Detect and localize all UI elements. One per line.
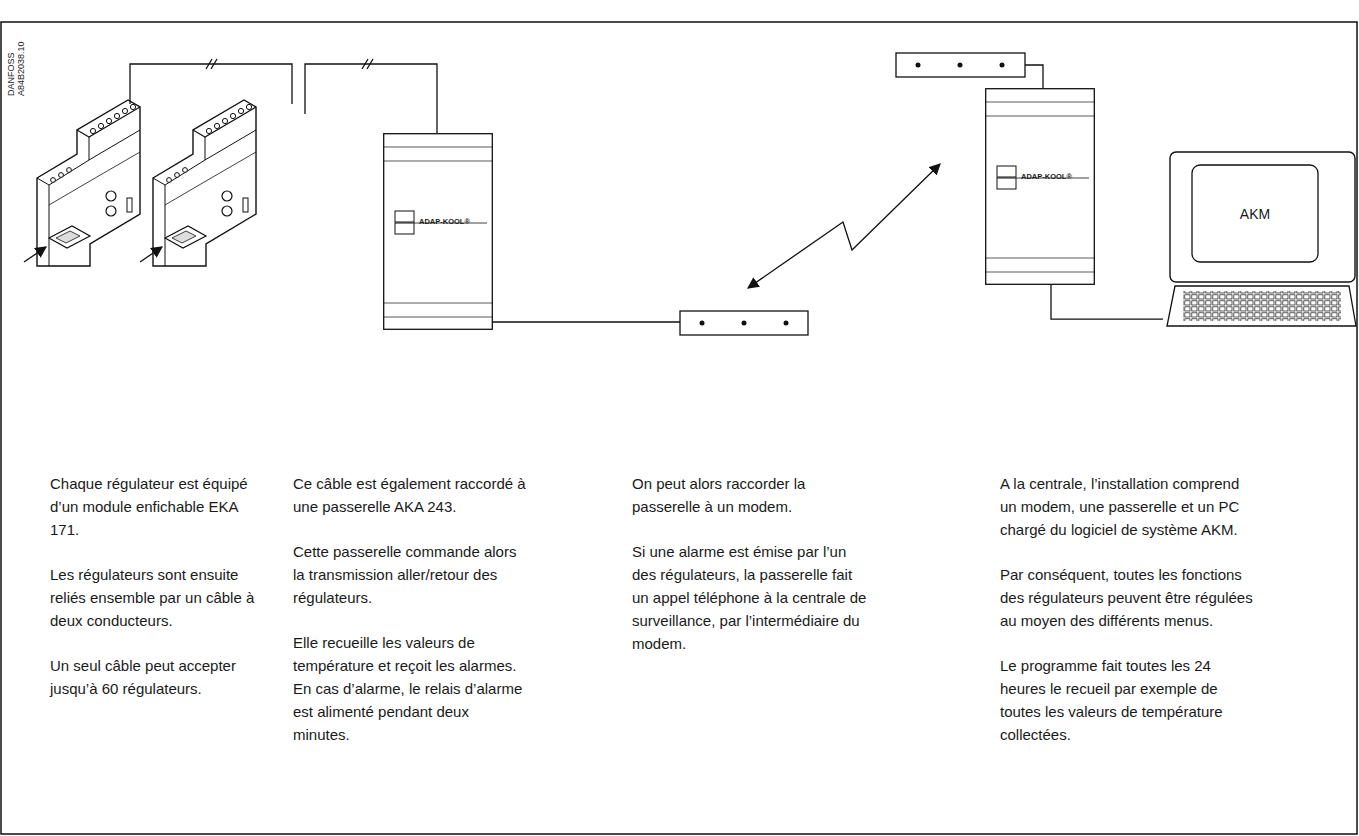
housing-line bbox=[985, 102, 1095, 103]
housing-line bbox=[383, 317, 493, 318]
led-window bbox=[997, 166, 1016, 177]
monitor bbox=[1170, 152, 1355, 282]
drawing-number: DANFOSS A84B2038.10 bbox=[6, 41, 26, 96]
description-text: A la centrale, l’installation comprend u… bbox=[1000, 472, 1255, 541]
node-outline bbox=[985, 88, 1095, 285]
description-text: Elle recueille les valeurs de températur… bbox=[293, 631, 528, 746]
housing-line bbox=[383, 303, 493, 304]
description-text: Ce câble est également raccordé à une pa… bbox=[293, 472, 528, 518]
node-outline bbox=[1163, 150, 1357, 330]
node-outline bbox=[383, 133, 493, 330]
controller bbox=[140, 100, 256, 266]
housing-line bbox=[383, 147, 493, 148]
housing-line bbox=[985, 116, 1095, 117]
controller bbox=[24, 100, 140, 266]
led-window bbox=[395, 211, 414, 222]
modem bbox=[896, 53, 1025, 77]
description-text: Par conséquent, toutes les fonctions des… bbox=[1000, 563, 1255, 632]
description-text: Cette passerelle commande alors la trans… bbox=[293, 540, 528, 609]
pc-workstation: AKM bbox=[1163, 150, 1357, 330]
description-text: Chaque régulateur est équipé d’un module… bbox=[50, 472, 270, 541]
bus-cable bbox=[130, 59, 1043, 322]
description-text: On peut alors raccorder la passerelle à … bbox=[632, 472, 872, 518]
description-text: Le programme fait toutes les 24 heures l… bbox=[1000, 654, 1255, 746]
screen-text: AKM bbox=[1192, 165, 1318, 262]
description-text: Un seul câble peut accepter jusqu’à 60 r… bbox=[50, 654, 270, 700]
housing-line bbox=[383, 161, 493, 162]
description-text: Les régulateurs sont ensuite reliés ense… bbox=[50, 563, 270, 632]
gateway-box: ADAP-KOOL® bbox=[383, 133, 493, 330]
keys bbox=[1183, 291, 1341, 321]
gateway-housing bbox=[986, 89, 1095, 285]
housing-line bbox=[985, 272, 1095, 273]
gateway-housing bbox=[384, 134, 493, 330]
telephone-link bbox=[748, 164, 940, 288]
brand-label: ADAP-KOOL® bbox=[1021, 172, 1072, 181]
frame bbox=[1, 22, 1357, 834]
gateway-box: ADAP-KOOL® bbox=[985, 88, 1095, 285]
description-text: Si une alarme est émise par l’un des rég… bbox=[632, 540, 872, 655]
led-window bbox=[395, 223, 414, 234]
housing-line bbox=[985, 258, 1095, 259]
modem bbox=[680, 311, 808, 335]
connector bbox=[1051, 285, 1163, 319]
keyboard bbox=[1167, 286, 1356, 326]
led-window bbox=[997, 178, 1016, 189]
brand-label: ADAP-KOOL® bbox=[419, 217, 470, 226]
screen bbox=[1192, 165, 1318, 262]
